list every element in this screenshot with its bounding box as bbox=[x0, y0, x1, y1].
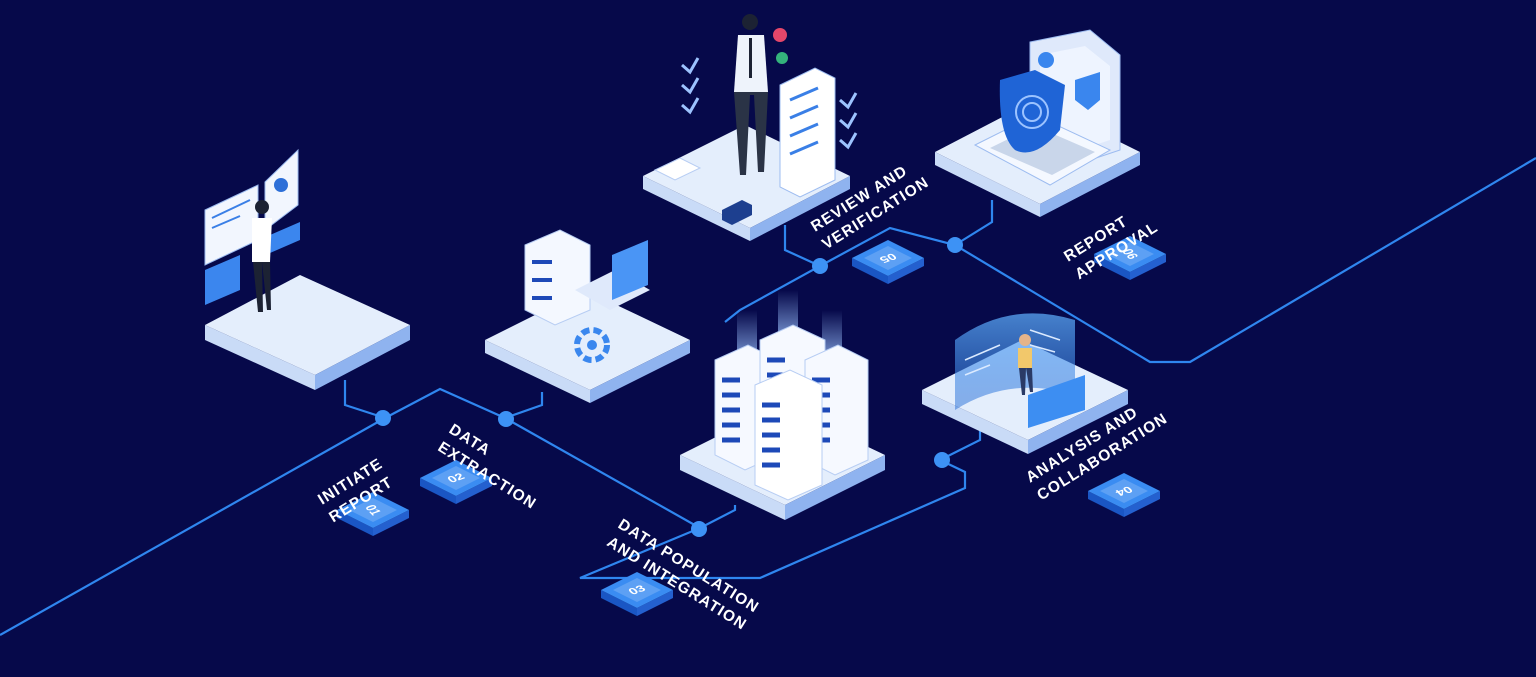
junction-nodes bbox=[375, 237, 963, 537]
step-number-01: 01 bbox=[361, 503, 384, 517]
extraction-illustration bbox=[524, 229, 650, 363]
platform-review bbox=[643, 125, 850, 241]
node-initiate bbox=[375, 410, 391, 426]
approval-illustration bbox=[973, 29, 1121, 186]
main-diagonal-line bbox=[0, 387, 967, 636]
step-badge-02: 02 bbox=[420, 460, 492, 504]
step-number-06: 06 bbox=[1118, 247, 1141, 261]
step-badge-03: 03 bbox=[601, 572, 673, 616]
upper-diagonal-line bbox=[819, 157, 1536, 364]
node-approval bbox=[947, 237, 963, 253]
node-review bbox=[812, 258, 828, 274]
step-number-05: 05 bbox=[876, 251, 899, 265]
link-integration bbox=[699, 505, 737, 529]
step-badges: 01 02 03 04 05 06 bbox=[337, 236, 1166, 616]
link-extraction bbox=[504, 392, 544, 420]
step-badge-01: 01 bbox=[337, 492, 409, 536]
link-review bbox=[724, 225, 823, 323]
analysis-illustration bbox=[955, 313, 1085, 428]
step-number-02: 02 bbox=[445, 471, 468, 485]
review-illustration bbox=[653, 14, 858, 225]
link-approval bbox=[954, 200, 994, 246]
node-extraction bbox=[498, 411, 514, 427]
step-label-03: DATA POPULATIONAND INTEGRATION bbox=[604, 516, 762, 635]
step-badge-06: 06 bbox=[1094, 236, 1166, 280]
connector-lines bbox=[0, 157, 1536, 636]
link-initiate bbox=[343, 380, 386, 420]
step-number-03: 03 bbox=[626, 583, 649, 597]
dashboard-person-illustration bbox=[204, 148, 300, 312]
node-analysis bbox=[934, 452, 950, 468]
node-integration bbox=[691, 521, 707, 537]
step-badge-04: 04 bbox=[1088, 473, 1160, 517]
step-number-04: 04 bbox=[1112, 484, 1135, 498]
server-racks-illustration bbox=[714, 290, 869, 501]
step-badge-05: 05 bbox=[852, 240, 924, 284]
platform-initiate-report bbox=[205, 275, 410, 390]
